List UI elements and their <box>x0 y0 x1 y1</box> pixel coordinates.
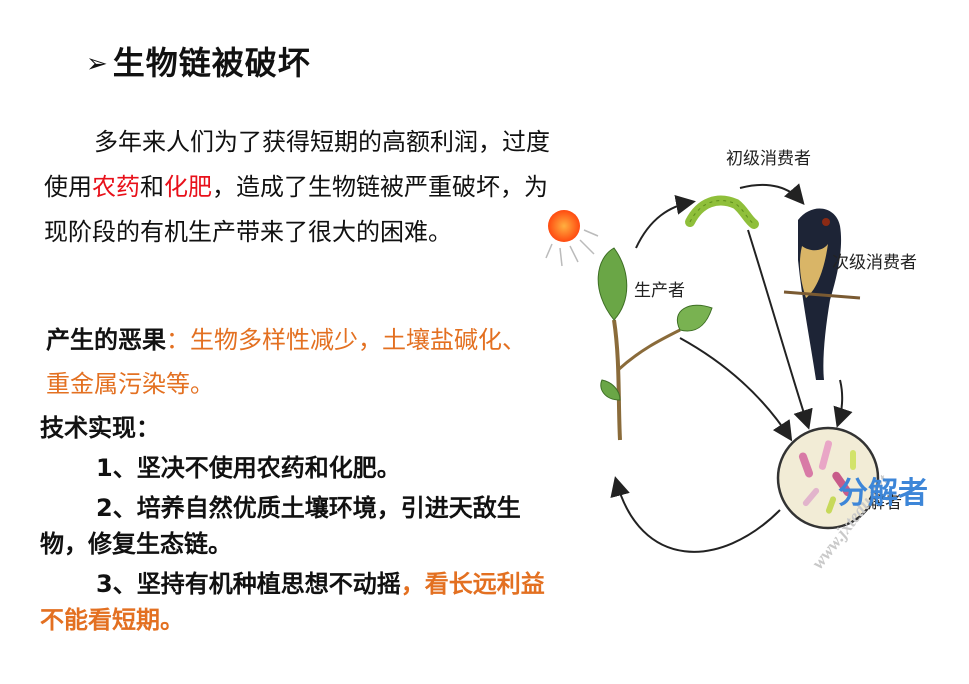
technique-item-3-main: 3、坚持有机种植思想不动摇 <box>96 570 401 598</box>
label-producer: 生产者 <box>634 281 685 300</box>
intro-and: 和 <box>140 173 164 201</box>
pesticide-highlight: 农药 <box>92 173 140 201</box>
intro-paragraph: 多年来人们为了获得短期的高额利润，过度使用农药和化肥，造成了生物链被严重破坏，为… <box>44 120 554 255</box>
fertilizer-highlight: 化肥 <box>164 173 212 201</box>
decomposer-watermark: 分解者 <box>838 476 928 511</box>
label-primary-consumer: 初级消费者 <box>726 149 811 168</box>
decomposer-icon <box>776 426 880 530</box>
label-decomposer: 解者 <box>868 493 902 512</box>
technique-heading: 技术实现： <box>40 414 160 442</box>
consequence-text: ：生物多样性减少，土壤盐碱化、重金属污染等。 <box>46 326 526 398</box>
food-chain-diagram: 初级消费者 次级消费者 生产者 解者 www.jxtedu.net <box>545 149 917 572</box>
consequence-label: 产生的恶果 <box>46 326 166 354</box>
technique-item-3: 3、坚持有机种植思想不动摇，看长远利益不能看短期。 <box>40 566 560 638</box>
title-text: 生物链被破坏 <box>112 44 311 82</box>
swallow-icon <box>783 208 861 380</box>
technique-block: 技术实现： 1、坚决不使用农药和化肥。 2、培养自然优质土壤环境，引进天敌生物，… <box>40 410 560 638</box>
intro-text-1: 多年来人们为了获得短期的高额利润，过度使用 <box>44 128 550 201</box>
technique-item-3-highlight: ，看长远利益不能看短期。 <box>40 570 545 634</box>
caterpillar-icon <box>685 195 759 229</box>
arrow-bullet-icon: ➢ <box>86 49 109 79</box>
consequence-block: 产生的恶果：生物多样性减少，土壤盐碱化、重金属污染等。 <box>46 318 546 406</box>
sun-icon <box>545 210 599 267</box>
page-title: ➢生物链被破坏 <box>86 38 311 84</box>
technique-item-2: 2、培养自然优质土壤环境，引进天敌生物，修复生态链。 <box>40 494 521 558</box>
plant-icon <box>597 247 713 441</box>
label-secondary-consumer: 次级消费者 <box>832 253 917 272</box>
technique-item-1: 1、坚决不使用农药和化肥。 <box>96 454 401 482</box>
intro-text-2: ，造成了生物链被严重破坏，为现阶段的有机生产带来了很大的困难。 <box>44 173 548 246</box>
